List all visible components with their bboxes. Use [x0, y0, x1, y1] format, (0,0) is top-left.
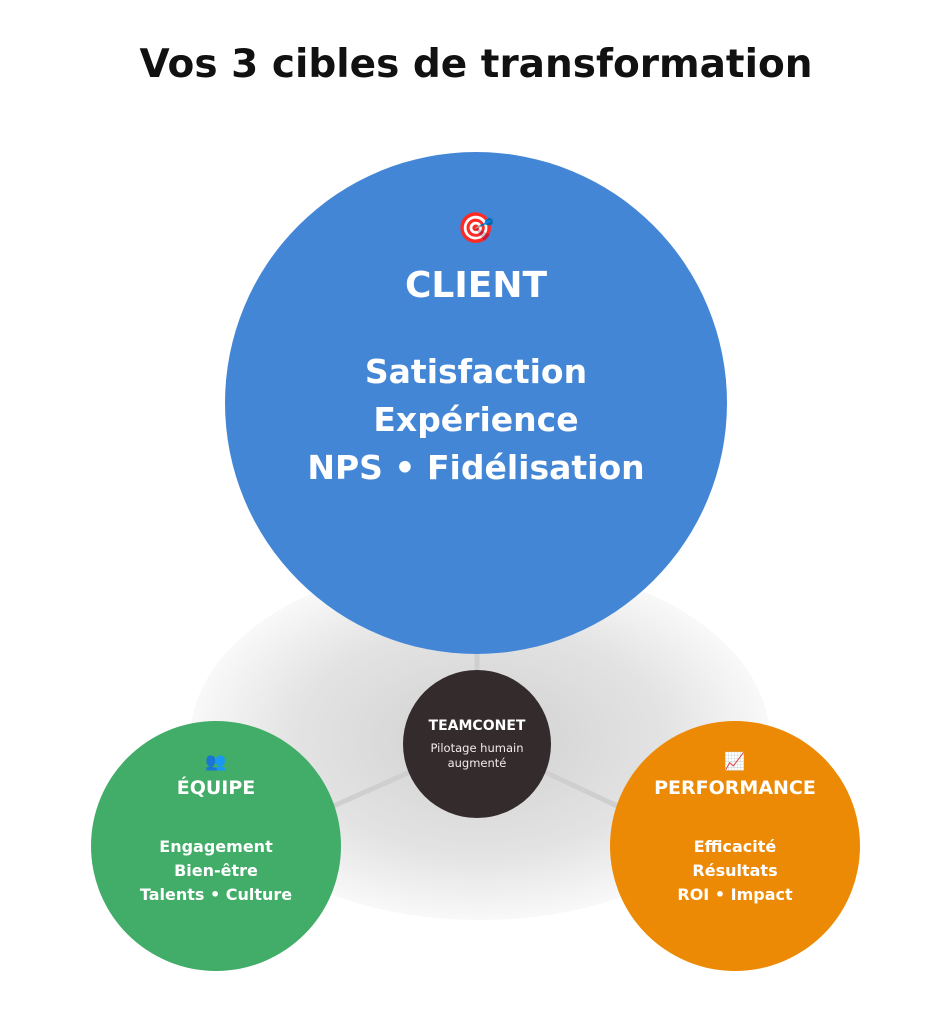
performance-target-circle: 📈 PERFORMANCE Efficacité Résultats ROI •… — [610, 721, 860, 971]
people-icon: 👥 — [205, 752, 227, 772]
performance-items: Efficacité Résultats ROI • Impact — [677, 835, 792, 907]
client-item: NPS • Fidélisation — [307, 448, 645, 487]
chart-increasing-icon: 📈 — [724, 752, 746, 772]
hub-label: TEAMCONET — [428, 718, 526, 734]
equipe-item: Engagement — [159, 837, 273, 856]
client-item: Expérience — [373, 400, 579, 439]
hub-subtitle-line: augmenté — [447, 756, 507, 770]
client-target-circle: 🎯 CLIENT Satisfaction Expérience NPS • F… — [225, 152, 727, 654]
equipe-item: Talents • Culture — [139, 885, 293, 904]
target-dart-icon: 🎯 — [457, 211, 495, 246]
client-item: Satisfaction — [364, 352, 588, 391]
equipe-target-circle: 👥 ÉQUIPE Engagement Bien-être Talents • … — [91, 721, 341, 971]
client-items: Satisfaction Expérience NPS • Fidélisati… — [307, 348, 644, 492]
equipe-items: Engagement Bien-être Talents • Culture — [140, 835, 292, 907]
connector-equipe-hub — [318, 769, 412, 815]
equipe-item: Bien-être — [174, 861, 258, 880]
performance-item: ROI • Impact — [677, 885, 793, 904]
hub-subtitle: Pilotage humain augmenté — [430, 741, 523, 771]
teamconet-hub-circle: TEAMCONET Pilotage humain augmenté — [403, 670, 551, 818]
performance-label: PERFORMANCE — [654, 777, 816, 799]
equipe-label: ÉQUIPE — [176, 777, 256, 799]
page-title: Vos 3 cibles de transformation — [139, 42, 813, 87]
hub-subtitle-line: Pilotage humain — [430, 741, 524, 755]
performance-item: Résultats — [692, 861, 778, 880]
client-label: CLIENT — [404, 265, 548, 306]
performance-item: Efficacité — [693, 837, 777, 856]
